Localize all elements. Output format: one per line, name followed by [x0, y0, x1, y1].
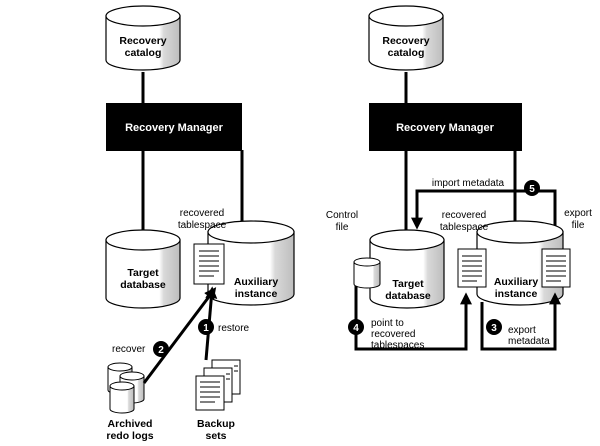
point-to-tablespaces-arrow [354, 286, 472, 351]
recovery-catalog-cylinder-right: Recovery catalog [368, 5, 444, 71]
export-metadata-arrow [480, 292, 561, 351]
step-badge-5: 5 [524, 180, 540, 196]
export-file-document: export file [541, 208, 592, 288]
svg-text:5: 5 [529, 184, 535, 195]
recovered-label-right-line1: recovered [442, 210, 486, 221]
restore-label: restore [218, 323, 250, 334]
step-badge-4: 4 [348, 319, 364, 335]
backup-label-line1: Backup [197, 418, 235, 430]
catalog-label-right-line2: catalog [388, 47, 425, 59]
archived-redo-logs-icon: Archived redo logs [106, 362, 154, 442]
step-badge-2: 2 [153, 341, 169, 357]
recovery-manager-label-right: Recovery Manager [396, 122, 495, 134]
recovered-label-line2: tablespace [178, 220, 227, 231]
point-label-line3: tablespaces [371, 340, 424, 351]
backup-label-line2: sets [205, 430, 226, 442]
control-file-cylinder: Control file [326, 210, 381, 289]
svg-text:3: 3 [491, 323, 497, 334]
target-label-right-line2: database [385, 290, 431, 302]
auxiliary-label-right-line2: instance [495, 288, 538, 300]
catalog-label-right-line1: Recovery [382, 35, 429, 47]
target-label-line2: database [120, 279, 166, 291]
step-badge-1: 1 [198, 319, 214, 335]
point-label-line1: point to [371, 318, 404, 329]
recovery-manager-box: Recovery Manager [106, 103, 242, 151]
export-file-label-line1: export [564, 208, 592, 219]
right-diagram: import metadata 5 Recovery catalog Recov… [326, 5, 592, 351]
recover-arrow [142, 287, 217, 384]
recovered-tablespace-document-right: recovered tablespace [440, 210, 489, 288]
left-diagram: Recovery catalog Recovery Manager Target… [105, 5, 295, 442]
recovered-tablespace-document: recovered tablespace [178, 208, 227, 285]
auxiliary-label-line2: instance [235, 288, 278, 300]
auxiliary-label-right-line1: Auxiliary [494, 276, 539, 288]
auxiliary-instance-cylinder: Auxiliary instance [207, 220, 295, 306]
svg-text:4: 4 [353, 323, 359, 334]
control-label-line2: file [336, 222, 349, 233]
svg-text:1: 1 [203, 323, 209, 334]
export-metadata-label-line2: metadata [508, 336, 550, 347]
recovery-catalog-cylinder: Recovery catalog [105, 5, 181, 71]
recover-label: recover [112, 344, 146, 355]
export-metadata-label-line1: export [508, 325, 536, 336]
export-file-label-line2: file [572, 220, 585, 231]
point-label-line2: recovered [371, 329, 415, 340]
recovery-manager-box-right: Recovery Manager [369, 103, 522, 151]
catalog-label-line2: catalog [125, 47, 162, 59]
archived-label-line1: Archived [108, 418, 153, 430]
step-badge-3: 3 [486, 319, 502, 335]
target-label-line1: Target [127, 267, 159, 279]
recovered-label-right-line2: tablespace [440, 222, 489, 233]
archived-label-line2: redo logs [106, 430, 153, 442]
backup-sets-icon: Backup sets [195, 359, 241, 442]
auxiliary-label-line1: Auxiliary [234, 276, 279, 288]
svg-text:2: 2 [158, 345, 164, 356]
recovery-manager-label: Recovery Manager [125, 122, 224, 134]
recovered-label-line1: recovered [180, 208, 224, 219]
import-metadata-arrow [411, 189, 557, 258]
target-database-cylinder: Target database [105, 229, 181, 309]
catalog-label-line1: Recovery [119, 35, 166, 47]
control-label-line1: Control [326, 210, 358, 221]
target-database-cylinder-right: Target database [369, 229, 445, 309]
target-label-right-line1: Target [392, 278, 424, 290]
import-metadata-label: import metadata [432, 178, 505, 189]
